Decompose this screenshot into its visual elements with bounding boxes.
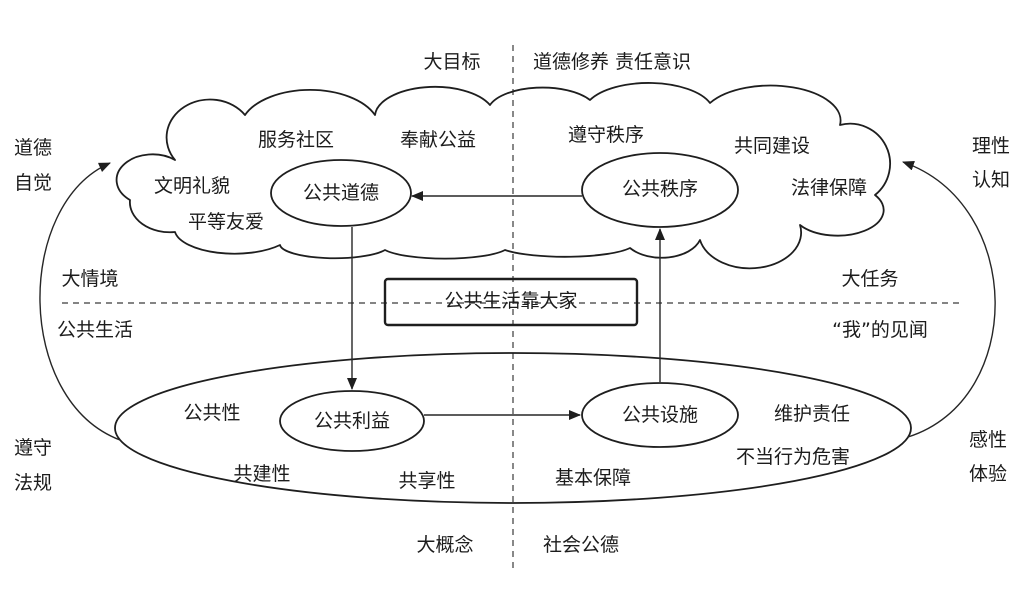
node-public-morality-label: 公共道德: [303, 182, 379, 204]
left-bottom-line-1: 遵守: [14, 437, 52, 459]
right-bottom-line-1: 感性: [969, 429, 1007, 451]
context-text: 公共生活: [57, 319, 133, 341]
goal-label: 大目标: [423, 51, 480, 73]
node-public-interest-label: 公共利益: [314, 410, 390, 432]
center-box-label: 公共生活靠大家: [444, 290, 577, 312]
ellipse-item-co-construction: 共建性: [233, 463, 290, 485]
concept-text: 社会公德: [543, 534, 619, 556]
left-bottom-line-2: 法规: [14, 472, 52, 494]
cloud-item-joint-construction: 共同建设: [734, 135, 810, 157]
goal-text: 道德修养 责任意识: [533, 51, 691, 73]
cloud-item-civility: 文明礼貌: [154, 175, 230, 197]
node-public-order-label: 公共秩序: [622, 178, 698, 200]
right-bottom-line-2: 体验: [969, 463, 1007, 485]
cloud-item-equality-friendship: 平等友爱: [188, 211, 264, 233]
context-label: 大情境: [61, 268, 118, 290]
cloud-item-legal-guarantee: 法律保障: [791, 177, 867, 199]
cloud-shape: [115, 82, 891, 270]
concept-label: 大概念: [416, 533, 473, 556]
task-label: 大任务: [841, 268, 898, 290]
node-public-interest: [279, 390, 425, 452]
left-top-line-2: 自觉: [14, 172, 52, 194]
node-public-facilities: [581, 382, 739, 448]
ellipse-item-misconduct-harm: 不当行为危害: [736, 446, 850, 468]
right-feedback-arrow: [902, 160, 996, 438]
public-life-ellipse: [114, 352, 912, 504]
ellipse-item-sharing: 共享性: [398, 470, 455, 492]
ellipse-item-publicness: 公共性: [183, 402, 240, 424]
right-top-line-1: 理性: [972, 135, 1010, 157]
ellipse-item-maintenance-responsibility: 维护责任: [774, 403, 850, 425]
ellipse-item-basic-guarantee: 基本保障: [555, 467, 631, 489]
right-top-line-2: 认知: [972, 169, 1010, 191]
left-feedback-arrow: [39, 162, 121, 441]
cloud-item-dedicate-public-welfare: 奉献公益: [400, 129, 476, 151]
task-text: “我”的见闻: [832, 319, 928, 341]
cloud-item-service-community: 服务社区: [258, 129, 334, 151]
node-public-order: [581, 152, 739, 228]
left-top-line-1: 道德: [14, 137, 52, 159]
node-public-facilities-label: 公共设施: [622, 404, 698, 426]
center-box: [383, 277, 639, 327]
cloud-item-observe-order: 遵守秩序: [568, 124, 644, 146]
